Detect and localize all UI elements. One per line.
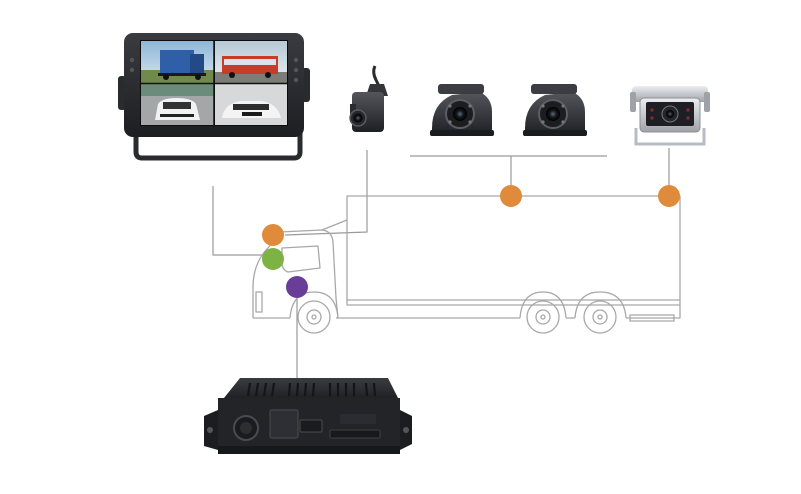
chassis	[253, 305, 681, 319]
dome-camera-left	[430, 84, 494, 136]
monitor-point	[262, 248, 284, 270]
cab-camera-point	[262, 224, 284, 246]
dvr-point	[286, 276, 308, 298]
truck-feed	[141, 41, 214, 83]
rear-wheel-1	[526, 300, 560, 334]
car-feed	[141, 84, 214, 125]
bus-feed	[215, 41, 287, 83]
quad-view-monitor	[118, 33, 310, 161]
wiring	[212, 148, 670, 378]
front-wheel	[297, 300, 331, 334]
dome-camera-right	[523, 84, 587, 136]
rear-wheel-2	[583, 300, 617, 334]
mobile-dvr	[204, 378, 412, 454]
monitor-cable	[212, 186, 272, 256]
rear-camera-point	[658, 185, 680, 207]
monitor-bracket	[133, 128, 303, 161]
side-cameras-point	[500, 185, 522, 207]
cab-camera-cable	[284, 150, 368, 236]
connection-dots	[262, 185, 680, 298]
box-truck	[252, 195, 681, 334]
rear-view-camera	[630, 86, 710, 146]
sports-car-feed	[215, 84, 287, 125]
truck-cab	[252, 229, 339, 319]
mini-cab-camera	[349, 65, 388, 132]
cargo-box	[346, 195, 681, 306]
